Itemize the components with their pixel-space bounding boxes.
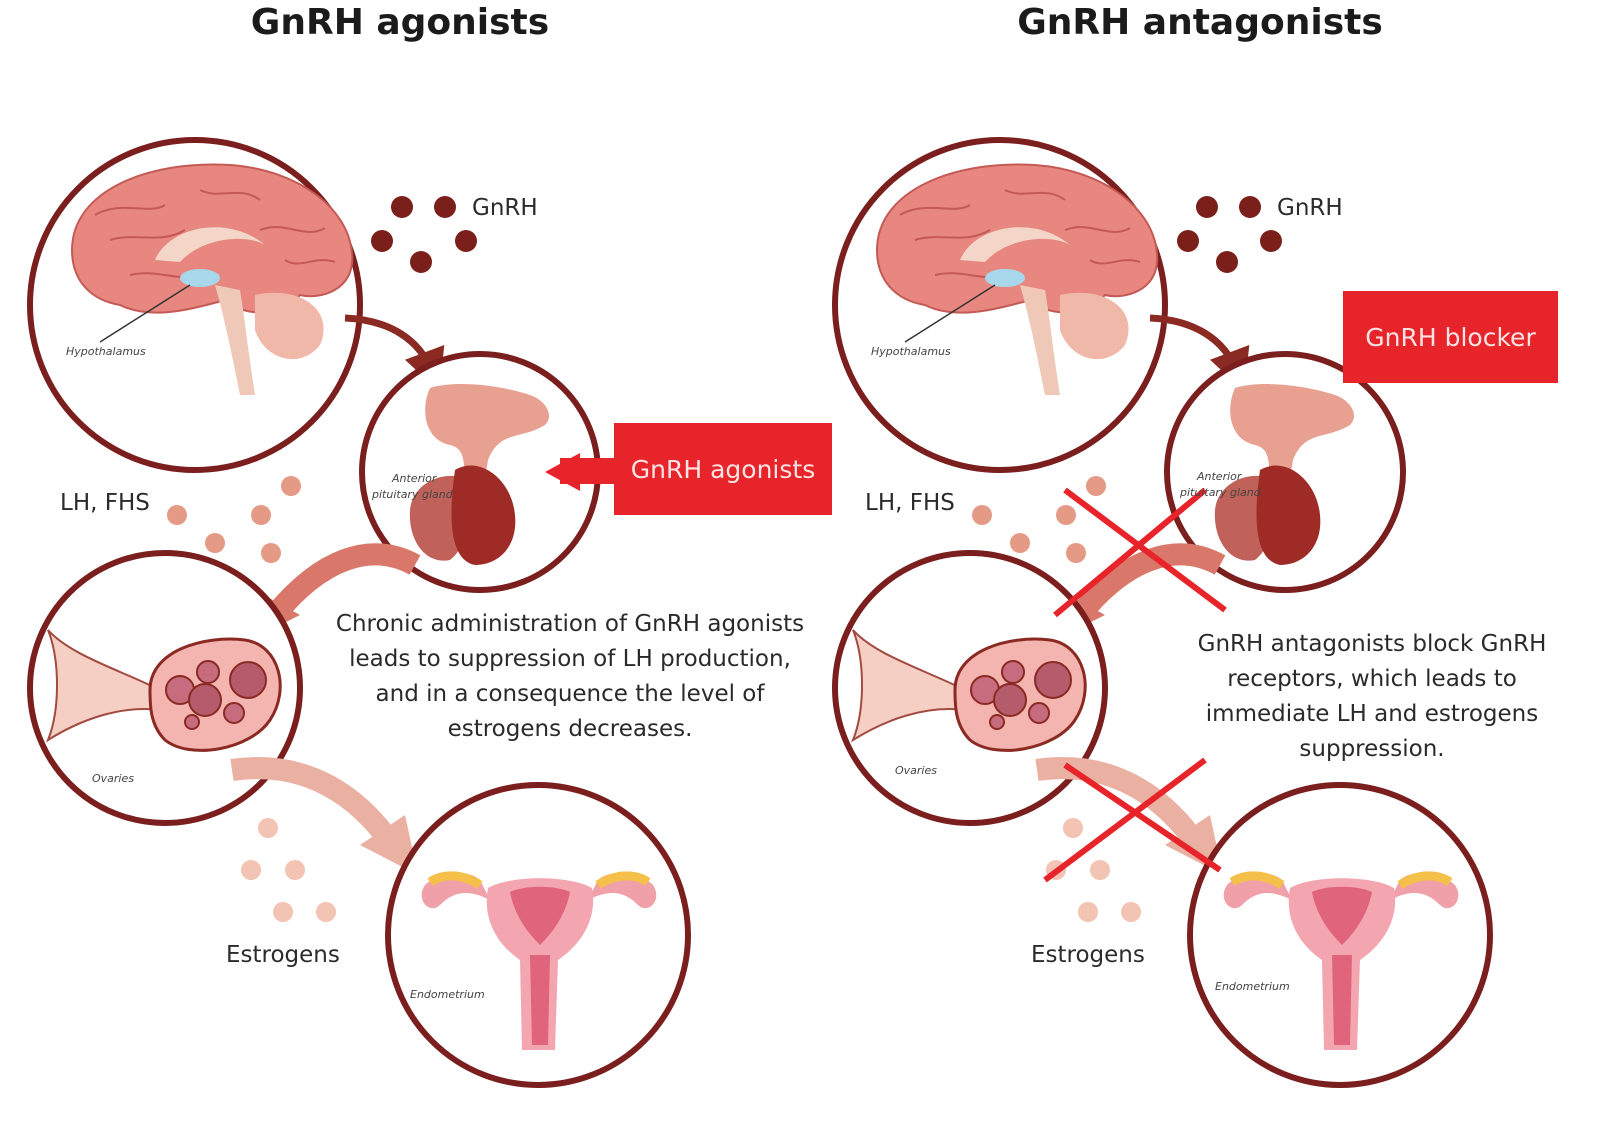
pituitary-label-line-2: pituitary gland bbox=[372, 488, 453, 501]
panel-title: GnRH agonists bbox=[250, 2, 550, 43]
lh-dots bbox=[167, 476, 301, 563]
pituitary-stalk-icon bbox=[425, 384, 550, 496]
arrow-pituitary-to-ovaries bbox=[1071, 543, 1226, 623]
agonists-red-box: GnRH agonists bbox=[614, 423, 832, 515]
gnrh-dots bbox=[371, 196, 477, 273]
ovaries-label: Ovaries bbox=[92, 772, 134, 785]
antagonists-panel: GnRH antagonists GnRH LH, FHS Estrogens … bbox=[800, 0, 1600, 1128]
estrogen-dots bbox=[1046, 818, 1141, 922]
ovaries-label: Ovaries bbox=[895, 764, 937, 777]
lh-dots bbox=[972, 476, 1106, 563]
ovaries-circle bbox=[832, 550, 1108, 826]
pituitary-label-line-2: pituitary gland bbox=[1180, 486, 1261, 499]
brain-circle bbox=[27, 137, 363, 473]
lh-fhs-label: LH, FHS bbox=[60, 490, 150, 516]
arrow-brain-to-pituitary bbox=[1149, 314, 1250, 392]
agonists-panel: GnRH agonists GnRH LH, FHS Estrogens Hyp… bbox=[27, 2, 832, 1088]
arrow-pituitary-to-ovaries bbox=[266, 543, 421, 623]
endometrium-label: Endometrium bbox=[1215, 980, 1290, 993]
cerebellum-shape bbox=[1060, 292, 1129, 360]
hypothalamus-label: Hypothalamus bbox=[871, 345, 951, 358]
block-cross-upper-icon bbox=[1053, 487, 1227, 618]
lh-fhs-label: LH, FHS bbox=[865, 490, 955, 516]
gnrh-dots bbox=[1177, 196, 1282, 273]
gnrh-label: GnRH bbox=[1277, 195, 1343, 221]
agonists-illustration bbox=[27, 137, 691, 1088]
pituitary-label-line-1: Anterior bbox=[392, 472, 437, 485]
cerebellum-shape bbox=[255, 292, 324, 360]
estrogen-dots bbox=[241, 818, 336, 922]
pituitary-circle bbox=[359, 351, 601, 593]
panel-title: GnRH antagonists bbox=[1017, 2, 1383, 43]
gnrh-label: GnRH bbox=[472, 195, 538, 221]
pituitary-stalk-icon bbox=[1230, 384, 1355, 496]
arrow-brain-to-pituitary bbox=[344, 314, 445, 392]
antagonists-description: GnRH antagonists block GnRH receptors, w… bbox=[1197, 631, 1547, 762]
blocker-red-box: GnRH blocker bbox=[1343, 291, 1558, 383]
pituitary-label-line-1: Anterior bbox=[1197, 470, 1242, 483]
ovaries-circle bbox=[27, 550, 303, 826]
uterus-circle bbox=[1187, 782, 1493, 1088]
uterus-circle bbox=[385, 782, 691, 1088]
arrow-ovaries-to-uterus bbox=[230, 757, 394, 842]
hypothalamus-label: Hypothalamus bbox=[66, 345, 146, 358]
estrogens-label: Estrogens bbox=[1031, 942, 1145, 968]
agonists-description: Chronic administration of GnRH agonists … bbox=[335, 611, 805, 742]
antagonists-illustration bbox=[832, 137, 1493, 1088]
estrogens-label: Estrogens bbox=[226, 942, 340, 968]
brain-circle bbox=[832, 137, 1168, 473]
block-cross-lower-icon bbox=[1043, 757, 1222, 883]
pituitary-circle bbox=[1164, 351, 1406, 593]
endometrium-label: Endometrium bbox=[410, 988, 485, 1001]
arrow-ovaries-to-uterus bbox=[1035, 757, 1199, 842]
